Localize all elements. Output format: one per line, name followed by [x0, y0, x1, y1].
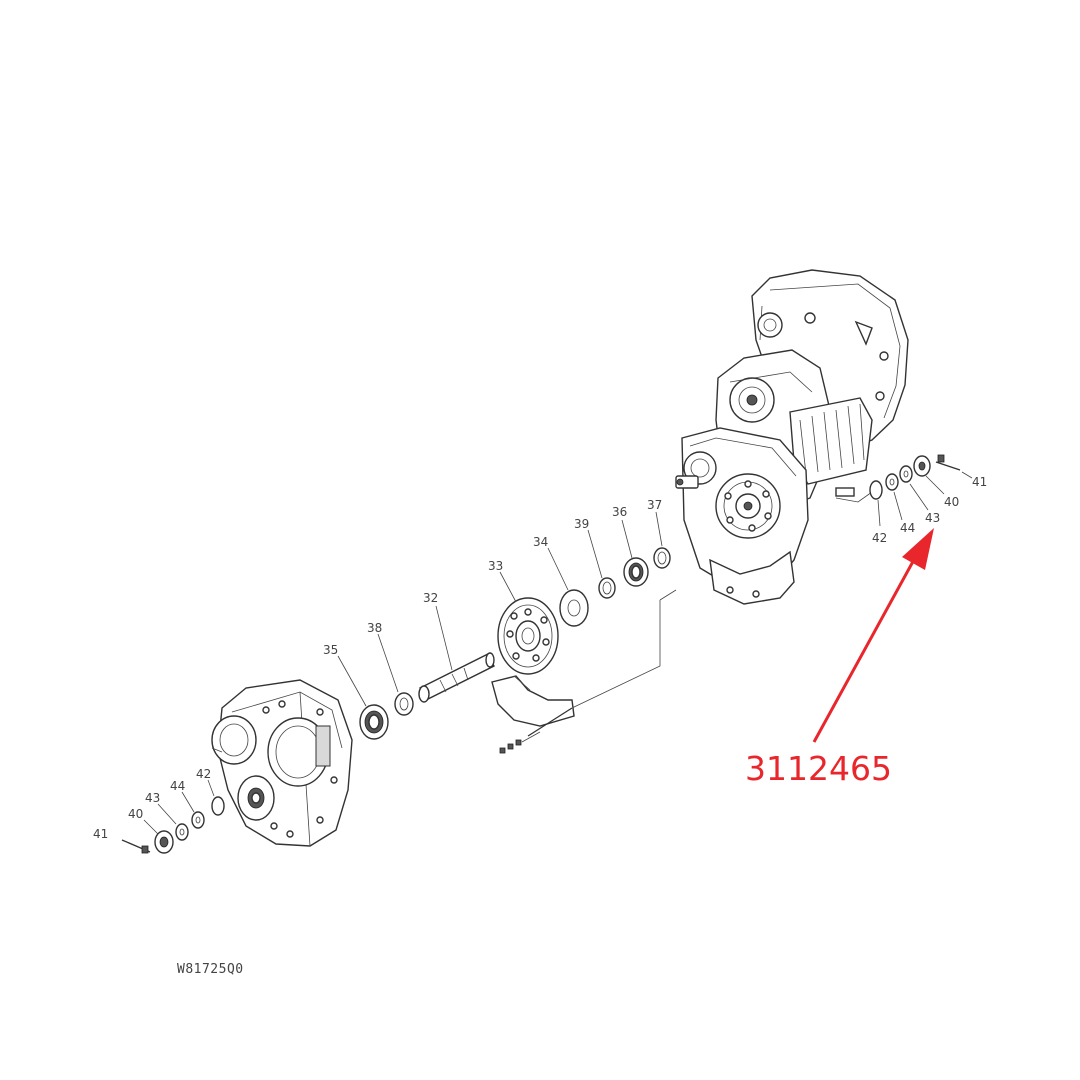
callout-40-right: 40	[944, 495, 959, 509]
highlight-arrow	[812, 528, 934, 743]
callout-43-left: 43	[145, 791, 160, 805]
callout-38: 38	[367, 621, 382, 635]
callout-35: 35	[323, 643, 338, 657]
callout-42-right: 42	[872, 531, 887, 545]
callout-39: 39	[574, 517, 589, 531]
right-fastener-stack	[869, 454, 961, 500]
transmission-housing	[675, 269, 909, 605]
callout-44-left: 44	[170, 779, 185, 793]
drawing-number: W81725Q0	[177, 962, 244, 977]
callout-37: 37	[647, 498, 662, 512]
callout-34: 34	[533, 535, 548, 549]
callout-41-left: 41	[93, 827, 108, 841]
rear-gearbox	[211, 679, 353, 847]
exploded-shaft-parts	[359, 547, 677, 754]
callout-41-right: 41	[972, 475, 987, 489]
highlight-part-number: 3112465	[745, 749, 892, 788]
callout-42-left: 42	[196, 767, 211, 781]
left-fastener-stack	[121, 796, 225, 854]
callout-32: 32	[423, 591, 438, 605]
callout-40-left: 40	[128, 807, 143, 821]
callout-44-right: 44	[900, 521, 915, 535]
callout-leaders	[143, 471, 973, 835]
callout-36: 36	[612, 505, 627, 519]
callout-43-right: 43	[925, 511, 940, 525]
leader-line-right	[835, 491, 873, 503]
callout-33: 33	[488, 559, 503, 573]
